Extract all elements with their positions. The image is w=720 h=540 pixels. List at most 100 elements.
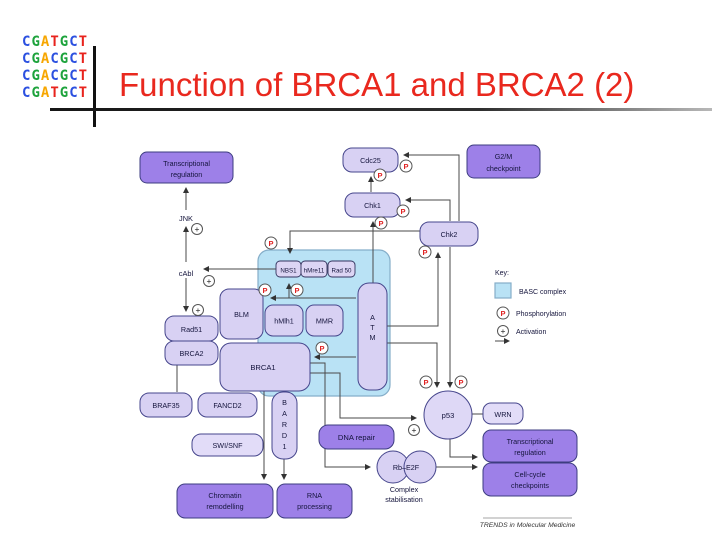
node-cell-cycle-checkpoints: Cell-cycle checkpoints <box>482 462 578 497</box>
activation-marker: + <box>497 325 509 337</box>
node-g2m-checkpoint: G2/M checkpoint <box>466 144 541 179</box>
node-mmr: MMR <box>305 304 344 337</box>
svg-text:P: P <box>319 344 324 353</box>
node-box <box>139 151 234 184</box>
legend-label: Activation <box>516 329 546 336</box>
node-box <box>419 221 479 247</box>
node-label: hMre11 <box>304 268 325 275</box>
node-label: G2/M <box>495 152 513 161</box>
node-box <box>342 147 399 173</box>
node-label: SWI/SNF <box>213 441 244 450</box>
phospho-marker: P <box>258 283 272 297</box>
legend-label: Phosphorylation <box>516 311 566 318</box>
svg-text:P: P <box>268 239 273 248</box>
dna-sequence-row: CGATGCT <box>22 34 89 50</box>
node-label: stabilisation <box>385 495 423 504</box>
svg-text:P: P <box>262 286 267 295</box>
svg-text:P: P <box>400 207 405 216</box>
node-label: Cdc25 <box>360 156 381 165</box>
node-brca2: BRCA2 <box>164 340 219 366</box>
node-label: p53 <box>442 411 455 420</box>
node-box <box>318 424 395 450</box>
node-label: hMlh1 <box>274 317 294 326</box>
phospho-marker: P <box>454 375 468 389</box>
node-circle <box>423 390 473 440</box>
node-wrn: WRN <box>482 402 524 425</box>
node-box <box>276 483 353 519</box>
node-label: regulation <box>171 170 203 179</box>
caption-text: TRENDS in Molecular Medicine <box>480 522 576 529</box>
node-circle <box>403 450 437 484</box>
node-transcriptional-regulation-top: Transcriptional regulation <box>139 151 234 184</box>
node-label: FANCD2 <box>213 401 241 410</box>
phospho-marker: P <box>396 204 410 218</box>
node-box <box>264 304 304 337</box>
node-box <box>344 192 401 218</box>
node-chk2: Chk2 <box>419 221 479 247</box>
svg-text:P: P <box>377 171 382 180</box>
svg-text:+: + <box>412 425 417 435</box>
node-label: M <box>370 333 376 342</box>
node-dna-repair: DNA repair <box>318 424 395 450</box>
node-label: Complex <box>390 485 419 494</box>
node-label: WRN <box>494 410 511 419</box>
node-label: A <box>282 409 287 418</box>
svg-text:P: P <box>378 219 383 228</box>
node-hmre11: hMre11 <box>300 260 328 278</box>
node-swi-snf: SWI/SNF <box>191 433 264 457</box>
page-title: Function of BRCA1 and BRCA2 (2) <box>119 66 635 103</box>
node-label: A <box>370 313 375 322</box>
activation-markers: + + + + <box>191 223 420 436</box>
node-label: RNA <box>307 491 322 500</box>
node-box <box>176 483 274 519</box>
node-blm: BLM <box>219 288 264 340</box>
dna-sequence-row: CGATGCT <box>22 85 89 101</box>
node-bard1: B A R D 1 <box>271 391 298 460</box>
node-label: Rad 50 <box>332 268 353 275</box>
node-label: BLM <box>234 310 249 319</box>
node-box <box>197 392 258 418</box>
node-label: Rad51 <box>181 325 202 334</box>
node-label: Cell-cycle <box>514 470 545 479</box>
phospho-marker: P <box>264 236 278 250</box>
node-box <box>357 282 388 391</box>
node-box <box>139 392 193 418</box>
node-label: B <box>282 398 287 407</box>
phospho-marker: P <box>418 245 432 259</box>
phospho-marker: P <box>399 159 413 173</box>
node-box <box>466 144 541 179</box>
node-fancd2: FANCD2 <box>197 392 258 418</box>
node-box <box>482 462 578 497</box>
arrow-chk2-to-chk1 <box>405 197 451 221</box>
svg-text:P: P <box>500 309 505 318</box>
node-label: MMR <box>316 317 333 326</box>
activation-marker: + <box>203 275 215 287</box>
node-box <box>219 342 311 392</box>
node-label: regulation <box>514 448 546 457</box>
svg-text:+: + <box>207 276 212 286</box>
node-atm: A T M <box>357 282 388 391</box>
dna-sequence-row: CGACGCT <box>22 51 89 67</box>
svg-text:P: P <box>458 378 463 387</box>
phosphorylation-markers: P P P P P P P P P P P <box>258 159 468 389</box>
node-label: Transcriptional <box>507 437 554 446</box>
svg-text:+: + <box>196 305 201 315</box>
arrow-atm-to-p53 <box>382 342 440 388</box>
node-brca1: BRCA1 <box>219 342 311 392</box>
node-label: remodelling <box>206 502 243 511</box>
node-rb-e2f: Rb–E2F <box>376 450 437 484</box>
svg-text:+: + <box>195 224 200 234</box>
connectors <box>176 152 483 480</box>
phospho-marker: P <box>315 341 329 355</box>
node-label: DNA repair <box>338 433 376 442</box>
activation-marker: + <box>192 304 204 316</box>
node-chromatin-remodelling: Chromatin remodelling <box>176 483 274 519</box>
phospho-marker: P <box>496 306 510 320</box>
dna-sequence-row: CGACGCT <box>22 68 89 84</box>
node-nbs1: NBS1 <box>275 260 302 278</box>
node-chk1: Chk1 <box>344 192 401 218</box>
node-label: Rb–E2F <box>393 463 420 472</box>
node-label: Transcriptional <box>163 159 210 168</box>
